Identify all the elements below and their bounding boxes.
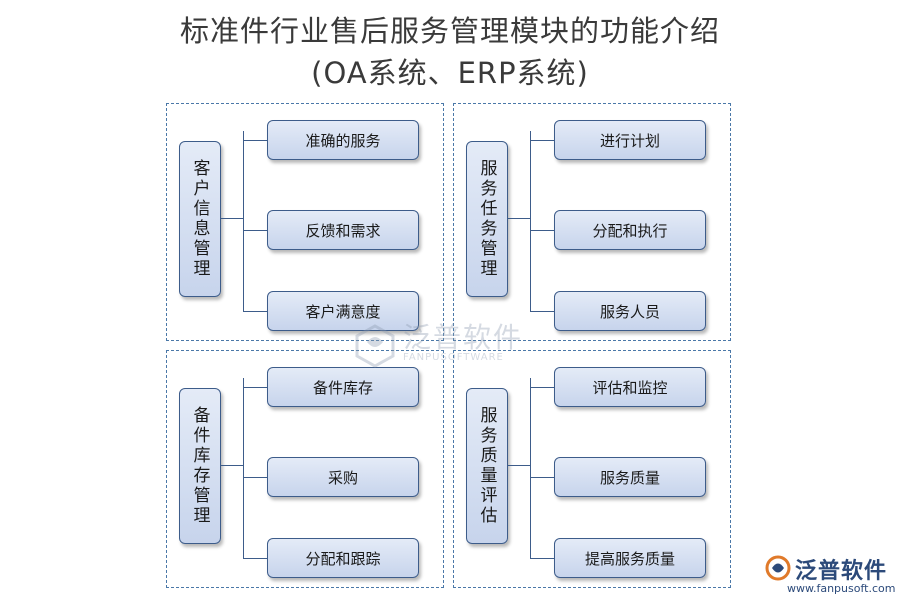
item-node: 采购 xyxy=(267,457,419,497)
connector-line xyxy=(243,131,244,312)
category-node: 服务质量评估 xyxy=(466,388,508,544)
item-node: 进行计划 xyxy=(554,120,706,160)
watermark: 泛普软件 FANPUSOFTWARE xyxy=(355,316,555,376)
connector-line xyxy=(243,140,267,141)
connector-line xyxy=(530,140,554,141)
category-node: 客户信息管理 xyxy=(179,141,221,297)
connector-line xyxy=(243,378,244,559)
connector-line xyxy=(530,131,531,312)
connector-line xyxy=(508,465,530,466)
connector-line xyxy=(221,218,243,219)
item-node: 备件库存 xyxy=(267,367,419,407)
diagram-title: 标准件行业售后服务管理模块的功能介绍 xyxy=(179,14,720,48)
brand-name: 泛普软件 xyxy=(795,559,888,584)
connector-line xyxy=(530,558,554,559)
connector-line xyxy=(530,477,554,478)
connector-line xyxy=(243,558,267,559)
category-node: 备件库存管理 xyxy=(179,388,221,544)
connector-line xyxy=(508,218,530,219)
item-node: 评估和监控 xyxy=(554,367,706,407)
connector-line xyxy=(530,311,554,312)
connector-line xyxy=(243,311,267,312)
connector-line xyxy=(530,230,554,231)
connector-line xyxy=(243,230,267,231)
diagram-subtitle: (OA系统、ERP系统) xyxy=(311,56,589,90)
connector-line xyxy=(530,387,554,388)
panel-service-quality: 服务质量评估 评估和监控 服务质量 提高服务质量 xyxy=(453,350,731,588)
item-node: 分配和执行 xyxy=(554,210,706,250)
watermark-subtext: FANPUSOFTWARE xyxy=(403,352,504,363)
panel-spare-parts: 备件库存管理 备件库存 采购 分配和跟踪 xyxy=(166,350,444,588)
connector-line xyxy=(243,387,267,388)
watermark-text: 泛普软件 xyxy=(403,321,524,354)
panel-service-task: 服务任务管理 进行计划 分配和执行 服务人员 xyxy=(453,103,731,341)
brand-logo: 泛普软件 www.fanpusoft.com xyxy=(765,553,895,597)
connector-line xyxy=(221,465,243,466)
item-node: 服务人员 xyxy=(554,291,706,331)
item-node: 客户满意度 xyxy=(267,291,419,331)
connector-line xyxy=(530,378,531,559)
panel-customer-info: 客户信息管理 准确的服务 反馈和需求 客户满意度 xyxy=(166,103,444,341)
fanpu-logo-icon xyxy=(355,324,395,368)
brand-url: www.fanpusoft.com xyxy=(787,582,896,595)
connector-line xyxy=(243,477,267,478)
fanpu-logo-icon xyxy=(765,555,791,581)
item-node: 提高服务质量 xyxy=(554,538,706,578)
item-node: 准确的服务 xyxy=(267,120,419,160)
item-node: 反馈和需求 xyxy=(267,210,419,250)
category-node: 服务任务管理 xyxy=(466,141,508,297)
item-node: 分配和跟踪 xyxy=(267,538,419,578)
item-node: 服务质量 xyxy=(554,457,706,497)
